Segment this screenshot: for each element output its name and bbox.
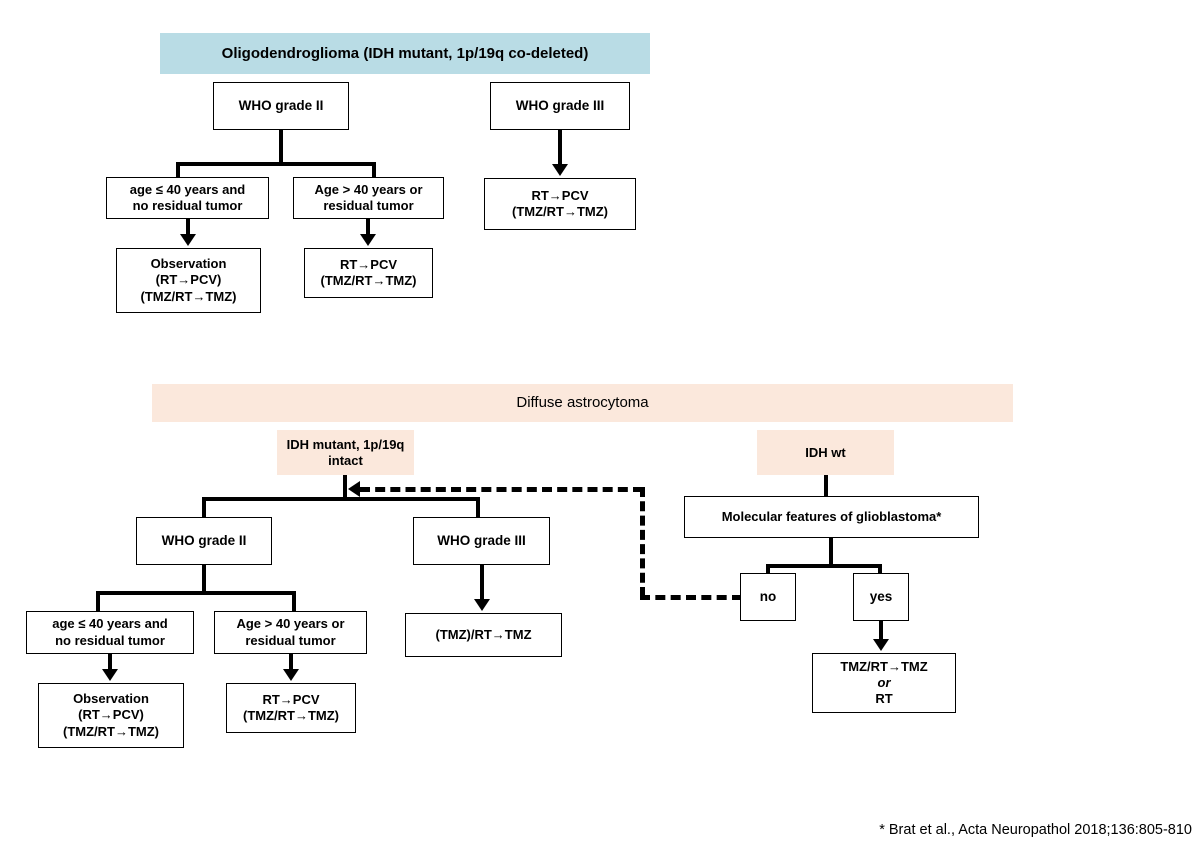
astro-idhwt-treatment-line1: TMZ/RT→TMZ xyxy=(840,658,928,674)
oligo-g2-right-treatment-box[interactable]: RT→PCV (TMZ/RT→TMZ) xyxy=(304,248,433,298)
oligo-g2-left-condition-box[interactable]: age ≤ 40 years and no residual tumor xyxy=(106,177,269,219)
connector-astro-yes-arrow-shaft xyxy=(879,621,883,643)
astro-who-grade-2-box[interactable]: WHO grade II xyxy=(136,517,272,565)
arrow-down-icon-oligo-g2-left xyxy=(180,234,196,246)
astro-idhwt-treatment-box[interactable]: TMZ/RT→TMZ or RT xyxy=(812,653,956,713)
connector-oligo-g2-right-arrow-shaft xyxy=(366,219,370,237)
oligodendroglioma-banner: Oligodendroglioma (IDH mutant, 1p/19q co… xyxy=(160,33,650,74)
connector-oligo-g2-left-drop xyxy=(176,162,180,178)
astro-idh-mutant-box[interactable]: IDH mutant, 1p/19q intact xyxy=(277,430,414,475)
oligo-g2-left-treatment-box[interactable]: Observation (RT→PCV) (TMZ/RT→TMZ) xyxy=(116,248,261,313)
connector-oligo-g2-right-drop xyxy=(372,162,376,178)
astro-g2-left-treatment-box[interactable]: Observation (RT→PCV) (TMZ/RT→TMZ) xyxy=(38,683,184,748)
connector-astro-idhmut-right-drop xyxy=(476,497,480,517)
astro-g2-right-condition-box[interactable]: Age > 40 years or residual tumor xyxy=(214,611,367,654)
arrow-left-icon-feedback xyxy=(348,481,360,497)
connector-astro-yes-drop xyxy=(878,564,882,580)
connector-feedback-dash-bottom xyxy=(640,595,742,600)
astro-idhwt-treatment-line3: RT xyxy=(875,691,893,707)
oligo-who-grade-2-box[interactable]: WHO grade II xyxy=(213,82,349,130)
connector-astro-g2-split xyxy=(96,591,296,595)
astro-g2-right-treatment-box[interactable]: RT→PCV (TMZ/RT→TMZ) xyxy=(226,683,356,733)
connector-astro-idhmut-split xyxy=(202,497,480,501)
arrow-down-icon-astro-g2-right xyxy=(283,669,299,681)
arrow-down-icon-astro-yes xyxy=(873,639,889,651)
arrow-down-icon-oligo-g3 xyxy=(552,164,568,176)
connector-astro-g2-left-drop xyxy=(96,591,100,611)
connector-feedback-dash-riser xyxy=(640,487,645,597)
connector-astro-idhmut-left-drop xyxy=(202,497,206,517)
astro-option-no-box[interactable]: no xyxy=(740,573,796,621)
astro-who-grade-3-box[interactable]: WHO grade III xyxy=(413,517,550,565)
connector-astro-g2-right-arrow-shaft xyxy=(289,654,293,672)
connector-astro-g2-left-arrow-shaft xyxy=(108,654,112,672)
astro-molecular-features-box[interactable]: Molecular features of glioblastoma* xyxy=(684,496,979,538)
connector-astro-molecular-stem xyxy=(829,538,833,566)
footnote-reference: * Brat et al., Acta Neuropathol 2018;136… xyxy=(879,822,1192,838)
connector-feedback-dash-top xyxy=(360,487,643,492)
connector-oligo-g2-split xyxy=(176,162,376,166)
astro-idhwt-treatment-line2: or xyxy=(877,674,891,690)
connector-astro-no-drop xyxy=(766,564,770,580)
oligo-g3-treatment-box[interactable]: RT→PCV (TMZ/RT→TMZ) xyxy=(484,178,636,230)
connector-oligo-g2-stem xyxy=(279,130,283,164)
connector-astro-idhmut-stem xyxy=(343,475,347,501)
connector-astro-g2-stem xyxy=(202,565,206,593)
connector-astro-idhwt-stem xyxy=(824,475,828,497)
connector-oligo-g3-arrow-shaft xyxy=(558,130,562,168)
astrocytoma-banner: Diffuse astrocytoma xyxy=(152,384,1013,422)
connector-oligo-g2-left-arrow-shaft xyxy=(186,219,190,237)
oligo-who-grade-3-box[interactable]: WHO grade III xyxy=(490,82,630,130)
arrow-down-icon-astro-g2-left xyxy=(102,669,118,681)
astro-option-yes-box[interactable]: yes xyxy=(853,573,909,621)
arrow-down-icon-oligo-g2-right xyxy=(360,234,376,246)
astro-idh-wt-box[interactable]: IDH wt xyxy=(757,430,894,475)
connector-astro-g3-arrow-shaft xyxy=(480,565,484,603)
connector-astro-g2-right-drop xyxy=(292,591,296,611)
astro-g3-treatment-box[interactable]: (TMZ)/RT→TMZ xyxy=(405,613,562,657)
astro-g2-left-condition-box[interactable]: age ≤ 40 years and no residual tumor xyxy=(26,611,194,654)
connector-astro-molecular-split xyxy=(766,564,882,568)
oligo-g2-right-condition-box[interactable]: Age > 40 years or residual tumor xyxy=(293,177,444,219)
arrow-down-icon-astro-g3 xyxy=(474,599,490,611)
